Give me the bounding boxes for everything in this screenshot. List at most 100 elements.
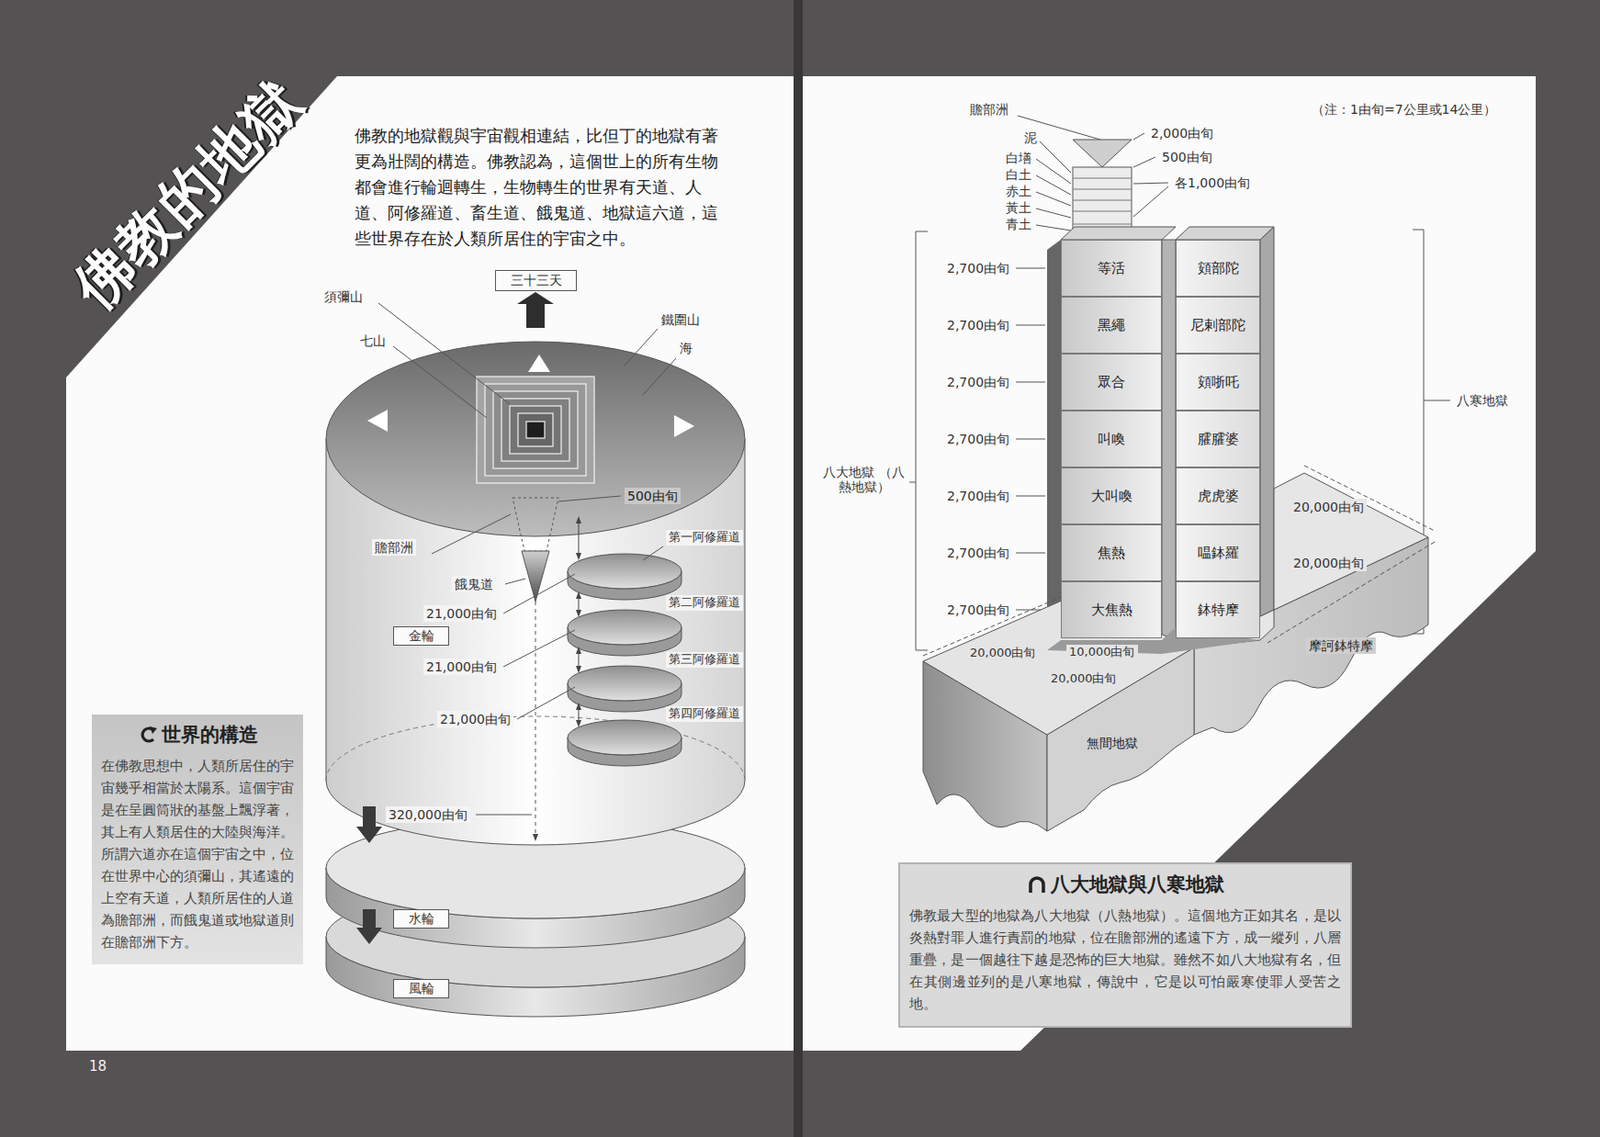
text-label: 2,700由旬 [944,373,1013,391]
panel-heading-row: 八大地獄與八寒地獄 [909,871,1341,898]
text-label: 500由旬 [624,487,681,505]
art-line [642,358,677,395]
art-line [1423,400,1451,402]
art-polygon [517,292,554,305]
art-rect [493,391,578,469]
art-line [1133,182,1169,184]
hell-level-cell: 大叫喚 [1060,467,1162,525]
art-polygon [1175,226,1274,240]
art-polygon [674,415,695,438]
art-line [475,814,532,816]
hell-level-cell: 大焦熱 [1060,581,1162,639]
art-ellipse [567,609,682,645]
text-label: 摩訶鉢特摩 [1306,637,1376,654]
art-line [503,574,575,614]
label-box: 三十三天 [495,270,577,292]
hell-level-cell: 等活 [1060,239,1162,297]
box-text: 鉢特摩 [1197,601,1240,620]
box-text: 黑繩 [1097,316,1126,335]
box-text: 虎虎婆 [1197,487,1240,506]
box-text: 臛臛婆 [1197,430,1240,449]
art-polygon [367,409,388,432]
art-line [1072,178,1132,180]
label-box: 金輪 [393,626,450,646]
text-panel: 世界的構造在佛教思想中，人類所居住的宇宙幾乎相當於太陽系。這個宇宙是在呈圓筒狀的… [91,714,304,965]
text-label: 海 [676,339,696,357]
art-polygon [521,551,550,602]
box-text: 大焦熱 [1091,601,1133,620]
icon-part [1030,878,1044,893]
art-rect [1161,239,1176,641]
panel-body: 在佛教思想中，人類所居住的宇宙幾乎相當於太陽系。這個宇宙是在呈圓筒狀的基盤上飄浮… [101,754,294,954]
page-title: 佛教的地獄 [56,62,320,326]
art-ellipse [567,720,682,755]
art-polygon [1072,139,1132,168]
text-label: 2,700由旬 [944,430,1013,448]
text-label: 白墡 [1002,150,1035,166]
text-label: 各1,000由旬 [1171,174,1253,192]
art-line [1015,552,1046,554]
art-ellipse [567,553,682,589]
art-line [578,650,580,670]
art-line [535,601,537,838]
box-text: 尼剌部陀 [1190,316,1246,335]
heading-icon [137,724,158,745]
text-label: 第一阿修羅道 [665,529,744,546]
art-line [431,514,511,554]
art-line [393,346,487,418]
art-line [1015,495,1046,497]
art-line [505,578,526,585]
art-line [1036,208,1071,218]
art-polygon [800,76,1536,1051]
text-label: 七山 [357,332,389,350]
box-text: 叫喚 [1097,430,1126,449]
art-line [1015,325,1046,327]
box-text: 頞哳吒 [1197,373,1240,392]
hell-level-cell: 尼剌部陀 [1175,296,1261,354]
art-line [578,595,580,614]
art-polygon [1260,226,1274,641]
text-label: 320,000由旬 [385,806,471,823]
text-label: 贍部洲 [371,539,417,556]
panel-heading: 八大地獄與八寒地獄 [1050,871,1225,898]
hell-level-cell: 臛臛婆 [1175,410,1261,468]
text-label: 鐵圍山 [658,311,703,328]
art-g [578,519,580,724]
box-text: 水輪 [408,911,435,928]
hell-level-cell: 黑繩 [1060,296,1162,354]
art-line [1072,224,1132,226]
text-label: 黃土 [1002,200,1035,215]
text-label: 八大地獄 （八熱地獄） [820,463,908,496]
art-ellipse [567,665,682,701]
box-text: 頞部陀 [1197,259,1240,278]
text-label: 2,700由旬 [944,316,1013,334]
text-panel: 八大地獄與八寒地獄佛教最大型的地獄為八大地獄（八熱地獄）。這個地方正如其名，是以… [898,862,1353,1028]
box-text: 嗢鉢羅 [1197,544,1240,563]
text-label: 18 [86,1058,110,1076]
text-label: 500由旬 [1159,148,1216,166]
text-label: 2,700由旬 [944,601,1013,619]
art-ellipse [326,341,745,537]
art-line [1037,139,1071,173]
text-label: 21,000由旬 [437,710,514,728]
panel-heading-row: 世界的構造 [101,721,294,748]
art-polygon [512,497,559,552]
text-label: 第二阿修羅道 [665,595,744,611]
art-rect [518,413,553,447]
art-polygon [1047,239,1061,651]
art-line [1015,382,1046,384]
art-g [1015,268,1046,610]
art-line [578,519,580,557]
art-g [567,553,682,767]
heading-icon [1026,874,1048,895]
art-line [1133,186,1169,217]
box-text: 等活 [1097,259,1126,278]
hell-level-cell: 叫喚 [1060,410,1162,468]
art-polygon [1060,226,1176,240]
label-box: 水輪 [393,909,450,929]
art-rect [526,421,545,439]
art-line [1036,225,1071,231]
text-label: 2,700由旬 [944,487,1013,505]
